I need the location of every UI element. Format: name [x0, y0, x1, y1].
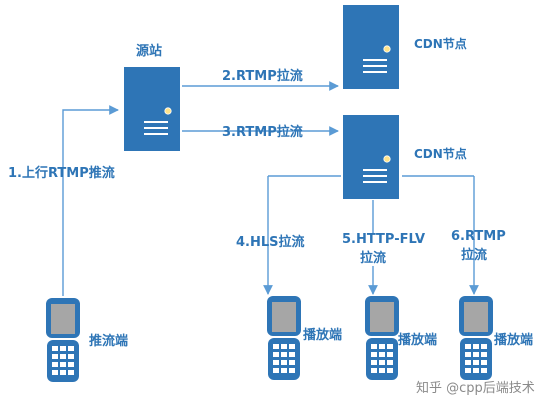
- pusher-label: 推流端: [89, 333, 128, 349]
- origin-server-icon: [123, 66, 181, 152]
- player1-phone-icon: [267, 296, 301, 380]
- watermark-text: 知乎 @cpp后端技术: [416, 380, 535, 396]
- pusher-phone-icon: [46, 298, 80, 382]
- pull-mid-label: 3.RTMP拉流: [222, 124, 303, 140]
- cdn-mid-label: CDN节点: [414, 146, 467, 161]
- push-edge: [62, 105, 119, 296]
- cdn-top-label: CDN节点: [414, 36, 467, 51]
- rtmp-label-line1: 6.RTMP: [451, 229, 506, 244]
- flv-label-line2: 拉流: [360, 250, 386, 266]
- player2-label: 播放端: [398, 332, 437, 348]
- player2-phone-icon: [365, 296, 399, 380]
- hls-label: 4.HLS拉流: [236, 234, 305, 250]
- cdn-mid-server-icon: [342, 114, 400, 200]
- origin-label: 源站: [136, 43, 162, 59]
- player1-label: 播放端: [303, 327, 342, 343]
- rtmp-label-line2: 拉流: [461, 247, 487, 263]
- player3-label: 播放端: [494, 332, 533, 348]
- player3-phone-icon: [459, 296, 493, 380]
- cdn-top-server-icon: [342, 4, 400, 90]
- pull-top-label: 2.RTMP拉流: [222, 68, 303, 84]
- push-label: 1.上行RTMP推流: [8, 165, 115, 181]
- flv-label-line1: 5.HTTP-FLV: [342, 232, 425, 247]
